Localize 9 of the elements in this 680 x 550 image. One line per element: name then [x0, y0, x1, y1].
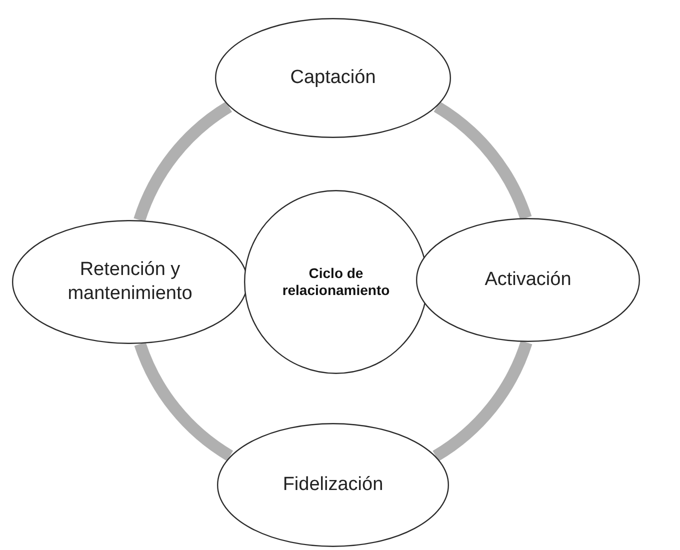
ring-connector [134, 102, 232, 222]
stage-label: Fidelización [282, 473, 384, 497]
ring-connector [134, 342, 234, 461]
stage-label: Captación [290, 66, 376, 90]
center-title: Ciclo de relacionamiento [281, 264, 391, 300]
ring-connector [434, 102, 532, 220]
ring-connector [432, 340, 532, 462]
stage-label: Activación [484, 268, 572, 292]
stage-label: Retención y mantenimiento [66, 258, 194, 306]
